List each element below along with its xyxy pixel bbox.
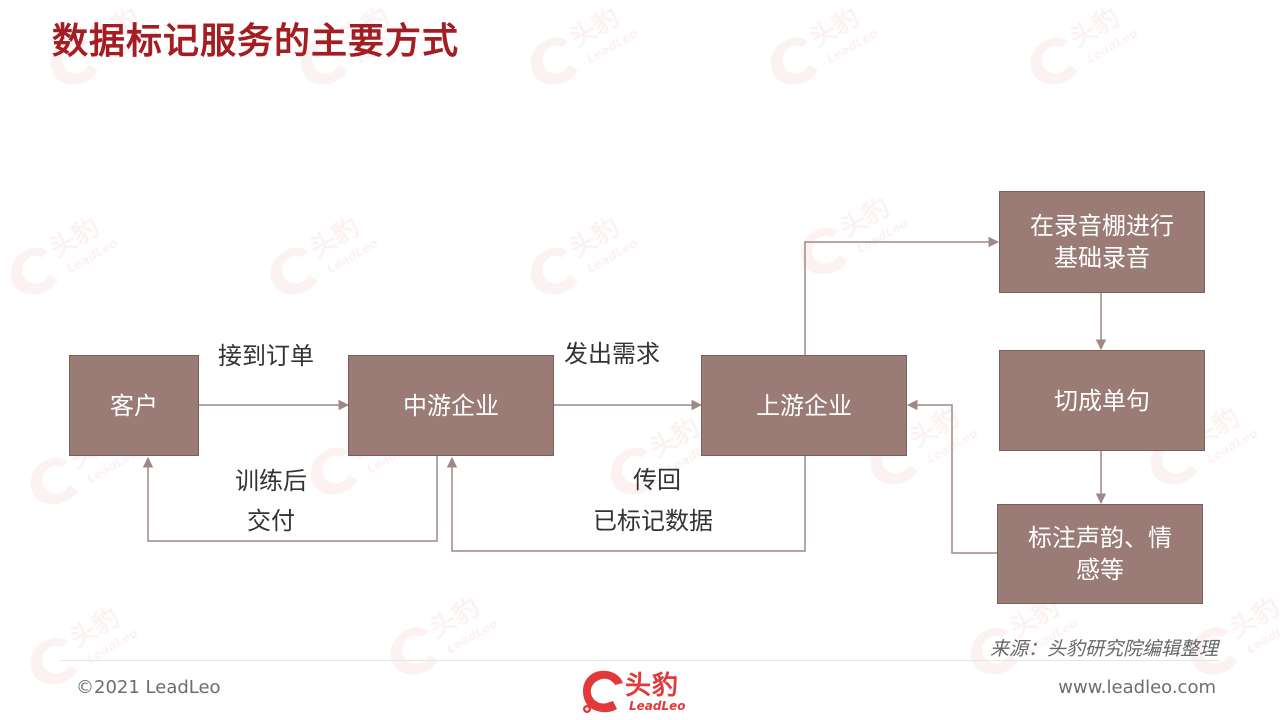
- edge-return: [446, 456, 806, 552]
- label-deliver-line1: 训练后: [235, 467, 307, 495]
- node-annotate: 标注声韵、情 感等: [997, 504, 1203, 604]
- node-upstream: 上游企业: [701, 355, 907, 456]
- logo-english-text: LeadLeo: [629, 699, 686, 713]
- website-link[interactable]: www.leadleo.com: [1058, 677, 1216, 698]
- edge-deliver: [142, 456, 438, 542]
- footer-divider: [60, 660, 1220, 661]
- copyright-text: ©2021 LeadLeo: [76, 677, 221, 698]
- node-cut: 切成单句: [999, 350, 1205, 451]
- label-return-line2: 已标记数据: [593, 507, 713, 535]
- label-return-line1: 传回: [633, 466, 681, 494]
- page-title: 数据标记服务的主要方式: [52, 21, 460, 62]
- source-note: 来源：头豹研究院编辑整理: [989, 638, 1218, 660]
- node-studio: 在录音棚进行 基础录音: [999, 191, 1205, 293]
- label-order: 接到订单: [218, 342, 314, 370]
- edge-to-studio: [804, 236, 1000, 355]
- label-request: 发出需求: [564, 340, 660, 368]
- leopard-icon: [583, 670, 623, 713]
- logo-chinese-text: 头豹: [625, 671, 680, 701]
- label-deliver-line2: 交付: [247, 507, 295, 535]
- edge-annotate-to-upstream: [906, 399, 997, 554]
- brand-logo: 头豹 LeadLeo: [577, 663, 707, 719]
- node-midstream: 中游企业: [348, 355, 554, 456]
- node-customer: 客户: [69, 355, 199, 456]
